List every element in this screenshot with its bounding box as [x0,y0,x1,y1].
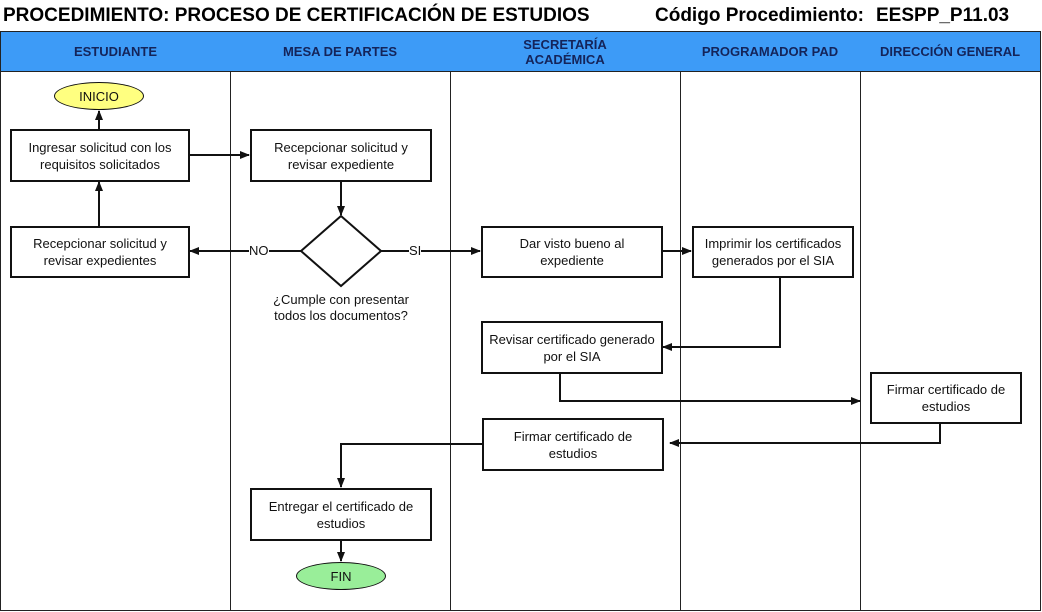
procedure-code: Código Procedimiento: EESPP_P11.03 [655,5,1009,27]
arrow [559,373,861,405]
lane-header: PROGRAMADOR PAD [680,32,860,72]
lane-header: MESA DE PARTES [230,32,450,72]
lane-direccion-general: DIRECCIÓN GENERAL [860,31,1041,611]
decision-label: ¿Cumple con presentar todos los document… [266,292,416,324]
edge-label-no: NO [249,243,269,259]
lane-header: SECRETARÍA ACADÉMICA [450,32,680,72]
step-entregar-certificado: Entregar el certificado de estudios [250,488,432,541]
decision-diamond [299,214,383,288]
code-label: Código Procedimiento: [655,5,864,26]
step-firmar-direccion: Firmar certificado de estudios [870,372,1022,424]
code-value: EESPP_P11.03 [876,5,1010,26]
arrow [669,423,941,447]
arrow [337,443,482,488]
step-visto-bueno: Dar visto bueno al expediente [481,226,663,278]
lane-header: ESTUDIANTE [1,32,230,72]
arrow [662,277,781,351]
step-ingresar-solicitud: Ingresar solicitud con los requisitos so… [10,129,190,182]
step-revisar-certificado: Revisar certificado generado por el SIA [481,321,663,374]
lane-secretaria-academica: SECRETARÍA ACADÉMICA [450,31,681,611]
lane-programador-pad: PROGRAMADOR PAD [680,31,861,611]
step-recepcionar-estudiante: Recepcionar solicitud y revisar expedien… [10,226,190,278]
procedure-title: PROCEDIMIENTO: PROCESO DE CERTIFICACIÓN … [3,5,590,26]
lane-mesa-de-partes: MESA DE PARTES [230,31,451,611]
step-recepcionar-mesa: Recepcionar solicitud y revisar expedien… [250,129,432,182]
end-node: FIN [296,562,386,590]
lane-estudiante: ESTUDIANTE [0,31,231,611]
step-firmar-secretaria: Firmar certificado de estudios [482,418,664,471]
start-node: INICIO [54,82,144,110]
edge-label-si: SI [409,243,422,259]
step-imprimir-certificados: Imprimir los certificados generados por … [692,226,854,278]
lane-header: DIRECCIÓN GENERAL [860,32,1040,72]
